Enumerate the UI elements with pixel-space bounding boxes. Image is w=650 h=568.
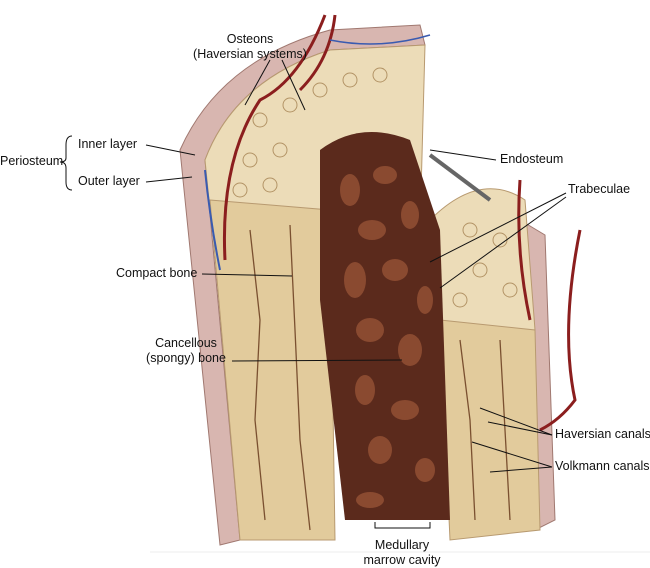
canal-lines [249, 224, 511, 531]
compact-bone-right-top [429, 188, 536, 331]
label-osteons-line2: (Haversian systems) [193, 47, 307, 61]
label-osteons: Osteons (Haversian systems) [190, 32, 310, 62]
label-volkmann-canals: Volkmann canals [555, 459, 650, 473]
label-endosteum: Endosteum [500, 152, 564, 166]
endosteum-probe [428, 153, 492, 202]
label-periosteum: Periosteum [0, 154, 64, 168]
label-trabeculae: Trabeculae [568, 182, 631, 196]
blood-vessels [204, 14, 582, 432]
label-medullary-cavity: Medullary marrow cavity [352, 538, 452, 568]
label-outer-layer: Outer layer [78, 174, 140, 188]
label-cancellous-bone: Cancellous (spongy) bone [140, 336, 232, 366]
trabecular-holes [340, 166, 435, 508]
osteon-circles [232, 67, 518, 308]
label-osteons-line1: Osteons [226, 32, 274, 46]
leader-lines [59, 59, 567, 529]
label-haversian-canals: Haversian canals [555, 427, 650, 441]
compact-bone-left [209, 199, 336, 541]
label-cancellous-line2: (spongy) bone [146, 351, 226, 365]
label-inner-layer: Inner layer [78, 137, 138, 151]
label-cancellous-line1: Cancellous [155, 336, 217, 350]
periosteum-bracket [59, 135, 73, 191]
label-compact-bone: Compact bone [116, 266, 198, 280]
label-medullary-line1: Medullary [374, 538, 430, 552]
medullary-bracket [374, 522, 431, 529]
label-medullary-line2: marrow cavity [363, 553, 441, 567]
spongy-bone [320, 132, 450, 520]
